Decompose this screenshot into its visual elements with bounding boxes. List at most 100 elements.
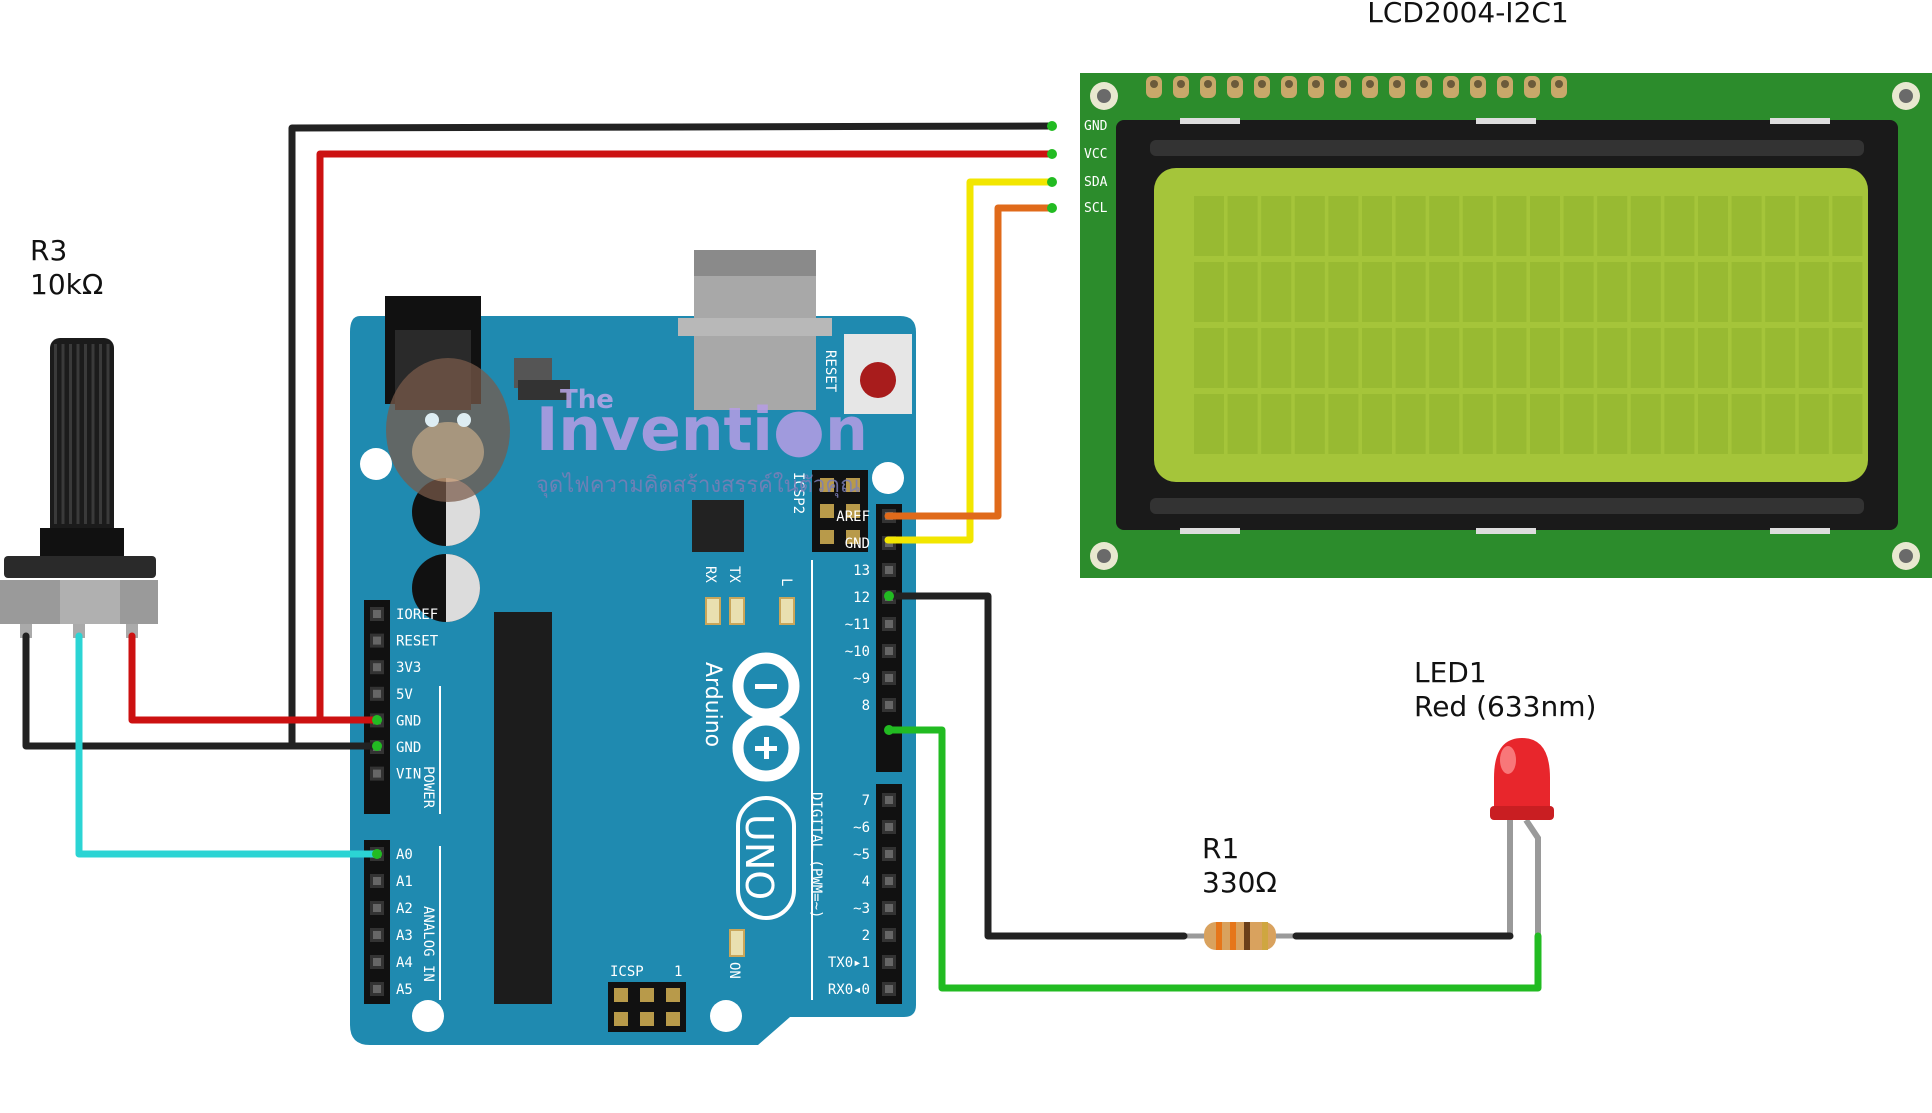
wires	[22, 122, 1542, 992]
icsp-pin	[614, 1012, 628, 1026]
lcd-cell	[1530, 328, 1560, 388]
atmega-chip	[494, 612, 552, 1004]
resistor-ref-label: R1	[1202, 832, 1239, 865]
icsp-pin	[614, 988, 628, 1002]
pin-label: ~10	[845, 644, 870, 660]
lcd-cell	[1328, 196, 1359, 256]
lcd-cell	[1563, 196, 1594, 256]
lcd-label: LCD2004-I2C1	[1367, 0, 1569, 29]
lcd-cell	[1261, 394, 1292, 454]
wire-pot-a0	[75, 632, 378, 858]
icsp-pin	[666, 988, 680, 1002]
on-label: ON	[726, 962, 742, 979]
pin-label: A2	[396, 901, 413, 917]
lcd-cell	[1765, 328, 1796, 388]
wire-pin9-led	[884, 726, 1542, 992]
rx-label: RX	[702, 566, 718, 583]
uno-text: UNO	[737, 814, 781, 900]
lcd-cell	[1530, 394, 1560, 454]
lcd-cell	[1597, 262, 1628, 322]
resistor-value-label: 330Ω	[1202, 866, 1277, 899]
icsp2-pin	[846, 478, 860, 492]
pin-label: RX0◂0	[828, 982, 870, 998]
lcd-cell	[1429, 262, 1460, 322]
pin-label: 5V	[396, 687, 413, 703]
pin-label: ~9	[853, 671, 870, 687]
pot-shaft	[50, 338, 114, 538]
lcd-cell	[1227, 328, 1258, 388]
power-header	[364, 600, 390, 814]
lcd-cell	[1261, 262, 1292, 322]
lcd-cell	[1227, 196, 1258, 256]
icsp2-pin	[820, 478, 834, 492]
lcd-cell	[1597, 394, 1628, 454]
lcd-cell	[1630, 394, 1661, 454]
pin-label: 13	[853, 563, 870, 579]
lcd-cell	[1328, 394, 1359, 454]
lcd-cell	[1563, 394, 1594, 454]
led-ref-label: LED1	[1414, 656, 1487, 689]
reset-button-cap[interactable]	[860, 362, 896, 398]
icsp2-pin	[846, 504, 860, 518]
lcd-cell	[1530, 196, 1560, 256]
lcd-pin-gnd: GND	[1084, 119, 1108, 134]
pin-label: IOREF	[396, 607, 438, 623]
lcd-cell	[1429, 328, 1460, 388]
lcd-cell	[1731, 262, 1762, 322]
usb-chip	[692, 500, 744, 552]
icsp2-pin	[846, 530, 860, 544]
lcd-cell	[1664, 262, 1695, 322]
lcd-cell	[1429, 394, 1460, 454]
lcd-cell	[1664, 196, 1695, 256]
pot-value-label: 10kΩ	[30, 268, 103, 301]
l-led	[779, 597, 795, 625]
analog-header-label: ANALOG IN	[420, 906, 436, 982]
uno-badge	[736, 796, 796, 920]
lcd-cell	[1765, 196, 1796, 256]
pin-label: GND	[396, 713, 421, 729]
icsp2-pin	[820, 530, 834, 544]
pin-label: 4	[862, 874, 870, 890]
pin-label: 8	[862, 698, 870, 714]
lcd-cell	[1597, 328, 1628, 388]
pin-label: GND	[396, 740, 421, 756]
pin-label: ~5	[853, 847, 870, 863]
pin-label: AREF	[836, 509, 870, 525]
lcd-cell	[1496, 196, 1527, 256]
led-red	[1490, 738, 1554, 936]
lcd-cell	[1227, 394, 1258, 454]
pin-label: 3V3	[396, 660, 421, 676]
board-mount-hole	[710, 1000, 742, 1032]
arduino-uno-board: RESET RX TX L ON Arduino UNO	[350, 250, 916, 1045]
lcd-cell	[1630, 262, 1661, 322]
lcd-cell	[1630, 328, 1661, 388]
wire-scl	[884, 204, 1056, 520]
lcd-cell	[1194, 394, 1224, 454]
icsp-pin	[640, 1012, 654, 1026]
wire-sda	[884, 178, 1056, 544]
pin-label: 7	[862, 793, 870, 809]
lcd-cell	[1798, 196, 1829, 256]
icsp-label: ICSP	[610, 964, 644, 980]
board-pcb	[350, 316, 916, 1045]
icsp-pin	[640, 988, 654, 1002]
watermark-small: The	[560, 385, 614, 415]
lcd-cell	[1294, 328, 1325, 388]
lcd-cell	[1261, 328, 1292, 388]
pin-label: 2	[862, 928, 870, 944]
lcd-cell	[1664, 328, 1695, 388]
led-dome	[1494, 738, 1550, 810]
pin-label: A4	[396, 955, 413, 971]
lcd-cell	[1798, 394, 1829, 454]
resistor	[1184, 922, 1296, 950]
lcd-cell	[1496, 394, 1527, 454]
lcd-cell	[1563, 262, 1594, 322]
lcd-cell	[1496, 262, 1527, 322]
pin-label: TX0▸1	[828, 955, 870, 971]
pin-label: GND	[845, 536, 870, 552]
lcd-cell	[1429, 196, 1460, 256]
arduino-logo	[732, 652, 800, 782]
pin-label: ~11	[845, 617, 870, 633]
